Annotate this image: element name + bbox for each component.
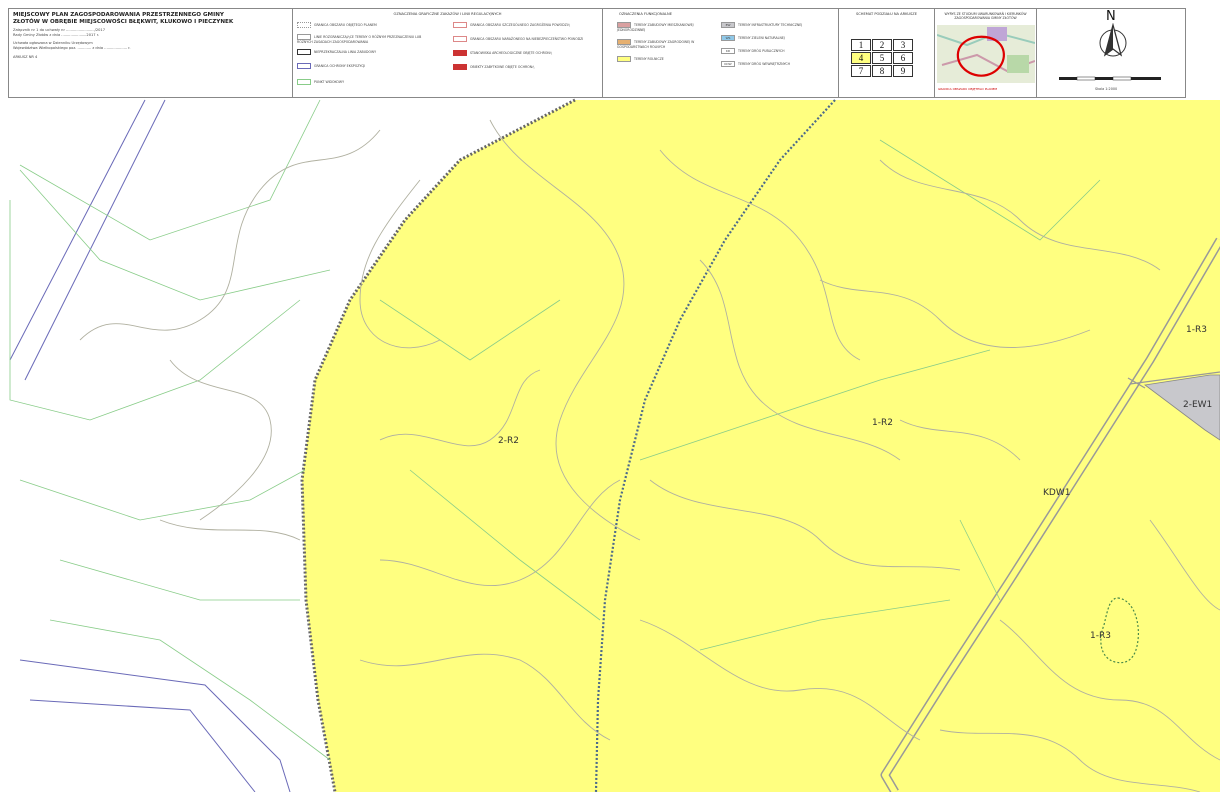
legend-admin-item: GRANICA OCHRONY EKSPOZYCJI <box>297 63 437 71</box>
legend-label: TERENY ZABUDOWY MIESZKANIOWEJ JEDNORODZI… <box>617 23 694 32</box>
legend-admin-item: GRANICA OBSZARU SZCZEGÓLNEGO ZAGROŻENIA … <box>453 22 598 30</box>
legend-swatch <box>453 50 467 56</box>
legend-swatch <box>297 63 311 69</box>
sheet-cell-5: 5 <box>872 52 892 64</box>
admin-boundary-line-2 <box>19 659 291 792</box>
legend-swatch <box>453 64 467 70</box>
legend-admin-item: PUNKT WIDOKOWY <box>297 79 437 87</box>
legend-label: TERENY ZIELENI NATURALNEJ <box>738 36 785 40</box>
legend-label: GRANICA OCHRONY EKSPOZYCJI <box>314 64 366 68</box>
legend-label: STANOWISKA ARCHEOLOGICZNE OBJĘTE OCHRONĄ <box>470 51 552 55</box>
legend-label: TERENY ROLNICZE <box>634 57 664 61</box>
plan-boundary-line <box>300 98 576 792</box>
plan-title-line1: MIEJSCOWY PLAN ZAGOSPODAROWANIA PRZESTRZ… <box>13 12 224 18</box>
location-map <box>937 25 1035 83</box>
legend-admin-item: LINIE ROZGRANICZAJĄCE TERENY O RÓŻNYM PR… <box>297 34 437 44</box>
legend-admin-item: OBIEKTY ZABYTKOWE OBJĘTE OCHRONĄ <box>453 64 598 72</box>
legend-label: PUNKT WIDOKOWY <box>314 80 345 84</box>
legend-func-item: TERENY ROLNICZE <box>617 56 717 64</box>
sheet-cell-8: 8 <box>872 65 892 77</box>
legend-swatch <box>297 79 311 85</box>
location-plan-outline <box>956 35 1005 77</box>
legend-swatch: KDW <box>721 61 735 67</box>
legend-admin: OZNACZENIA GRAFICZNE ZAKAZÓW I LINII REG… <box>293 9 603 97</box>
legend-swatch <box>617 56 631 62</box>
sheet-cell-7: 7 <box>851 65 871 77</box>
plan-title-line2: ZŁOTÓW W OBRĘBIE MIEJSCOWOŚCI BŁĘKWIT, K… <box>13 18 234 25</box>
legend-label: OBIEKTY ZABYTKOWE OBJĘTE OCHRONĄ <box>470 65 535 69</box>
legend-admin-item: GRANICA OBSZARU OBJĘTEGO PLANEM <box>297 22 437 30</box>
legend-swatch: KD <box>721 48 735 54</box>
legend-admin-title: OZNACZENIA GRAFICZNE ZAKAZÓW I LINII REG… <box>393 12 502 16</box>
enclave-1-R3 <box>1100 597 1140 664</box>
scale-label: Skala 1:2000 <box>1095 87 1118 91</box>
north-arrow-icon <box>1099 23 1127 57</box>
resolution-line1: Załącznik nr 1 do uchwały nr ...........… <box>13 28 105 32</box>
label-2-EW1: 2-EW1 <box>1183 400 1212 410</box>
location-title: WYRYS ZE STUDIUM UWARUNKOWAŃ I KIERUNKÓW… <box>944 12 1027 20</box>
sheet-cell-3: 3 <box>893 39 913 51</box>
legend-swatch: EW <box>721 22 735 28</box>
legend-label: GRANICA OBSZARU OBJĘTEGO PLANEM <box>314 23 377 27</box>
sheet-scheme-title: SCHEMAT PODZIAŁU NA ARKUSZE <box>855 12 918 16</box>
contour-lines <box>79 119 1220 792</box>
legend-admin-item: STANOWISKA ARCHEOLOGICZNE OBJĘTE OCHRONĄ <box>453 50 598 58</box>
legend-admin-item: GRANICA OBSZARU NARAŻONEGO NA NIEBEZPIEC… <box>453 36 598 44</box>
legend-swatch <box>453 22 467 28</box>
legend-label: NIEPRZEKRACZALNA LINIA ZABUDOWY <box>314 50 377 54</box>
legend-func-item: TERENY ZABUDOWY MIESZKANIOWEJ JEDNORODZI… <box>617 22 717 32</box>
title-block: MIEJSCOWY PLAN ZAGOSPODAROWANIA PRZESTRZ… <box>9 9 293 97</box>
sheet-cell-2: 2 <box>872 39 892 51</box>
label-KDW1: KDW1 <box>1043 488 1070 498</box>
map-header: MIEJSCOWY PLAN ZAGOSPODAROWANIA PRZESTRZ… <box>8 8 1186 98</box>
label-1-R3-bottom: 1-R3 <box>1090 631 1111 641</box>
north-letter: N <box>1106 9 1116 24</box>
legend-label: TERENY DRÓG PUBLICZNYCH <box>738 49 785 53</box>
location-box: WYRYS ZE STUDIUM UWARUNKOWAŃ I KIERUNKÓW… <box>935 9 1037 97</box>
legend-label: GRANICA OBSZARU SZCZEGÓLNEGO ZAGROŻENIA … <box>470 23 570 27</box>
resolution-line2: Rady Gminy Złotów z dnia ...............… <box>13 33 100 37</box>
label-1-R2: 1-R2 <box>872 418 893 428</box>
legend-func-title: OZNACZENIA FUNKCJONALNE <box>619 12 673 16</box>
zone-2-EW1-area <box>1143 374 1220 441</box>
sheet-cell-1: 1 <box>851 39 871 51</box>
legend-label: TERENY ZABUDOWY ZAGRODOWEJ W GOSPODARSTW… <box>617 40 695 49</box>
admin-boundary-line <box>9 99 166 381</box>
legend-swatch <box>297 22 311 28</box>
label-1-R3-top: 1-R3 <box>1186 325 1207 335</box>
zone-2-R2-area <box>302 100 1220 792</box>
legend-label: TERENY INFRASTRUKTURY TECHNICZNEJ <box>738 23 803 27</box>
road-branch <box>1127 371 1220 389</box>
road-kdw1-inner <box>882 238 1220 792</box>
sheet-cell-6: 6 <box>893 52 913 64</box>
legend-label: GRANICA OBSZARU NARAŻONEGO NA NIEBEZPIEC… <box>470 37 584 41</box>
legend-label: LINIE ROZGRANICZAJĄCE TERENY O RÓŻNYM PR… <box>297 35 422 44</box>
legend-label: TERENY DRÓG WEWNĘTRZNYCH <box>738 62 791 66</box>
sheet-cell-4: 4 <box>851 52 871 64</box>
legend-func-item: TERENY ZABUDOWY ZAGRODOWEJ W GOSPODARSTW… <box>617 39 717 49</box>
legend-swatch <box>453 36 467 42</box>
legend-functional: OZNACZENIA FUNKCJONALNE TERENY ZABUDOWY … <box>613 9 839 97</box>
north-scale: N Skala 1:2000 <box>1037 9 1185 97</box>
legend-swatch: WS <box>721 35 735 41</box>
legend-swatch <box>297 49 311 55</box>
zone-divider-line <box>594 99 836 792</box>
legend-admin-item: NIEPRZEKRACZALNA LINIA ZABUDOWY <box>297 49 437 57</box>
location-note: GRANICA OBSZARU OBJĘTEGO PLANEM <box>938 87 998 91</box>
publication-line2: Województwa Wielkopolskiego poz. .......… <box>13 46 131 50</box>
publication-line1: Uchwała ogłoszona w Dzienniku Urzędowym <box>13 41 93 45</box>
sheet-cell-9: 9 <box>893 65 913 77</box>
label-2-R2: 2-R2 <box>498 436 519 446</box>
scale-bar <box>1059 76 1161 81</box>
sheet-number: ARKUSZ NR 4 <box>13 55 38 59</box>
parcel-lines <box>9 99 1101 761</box>
